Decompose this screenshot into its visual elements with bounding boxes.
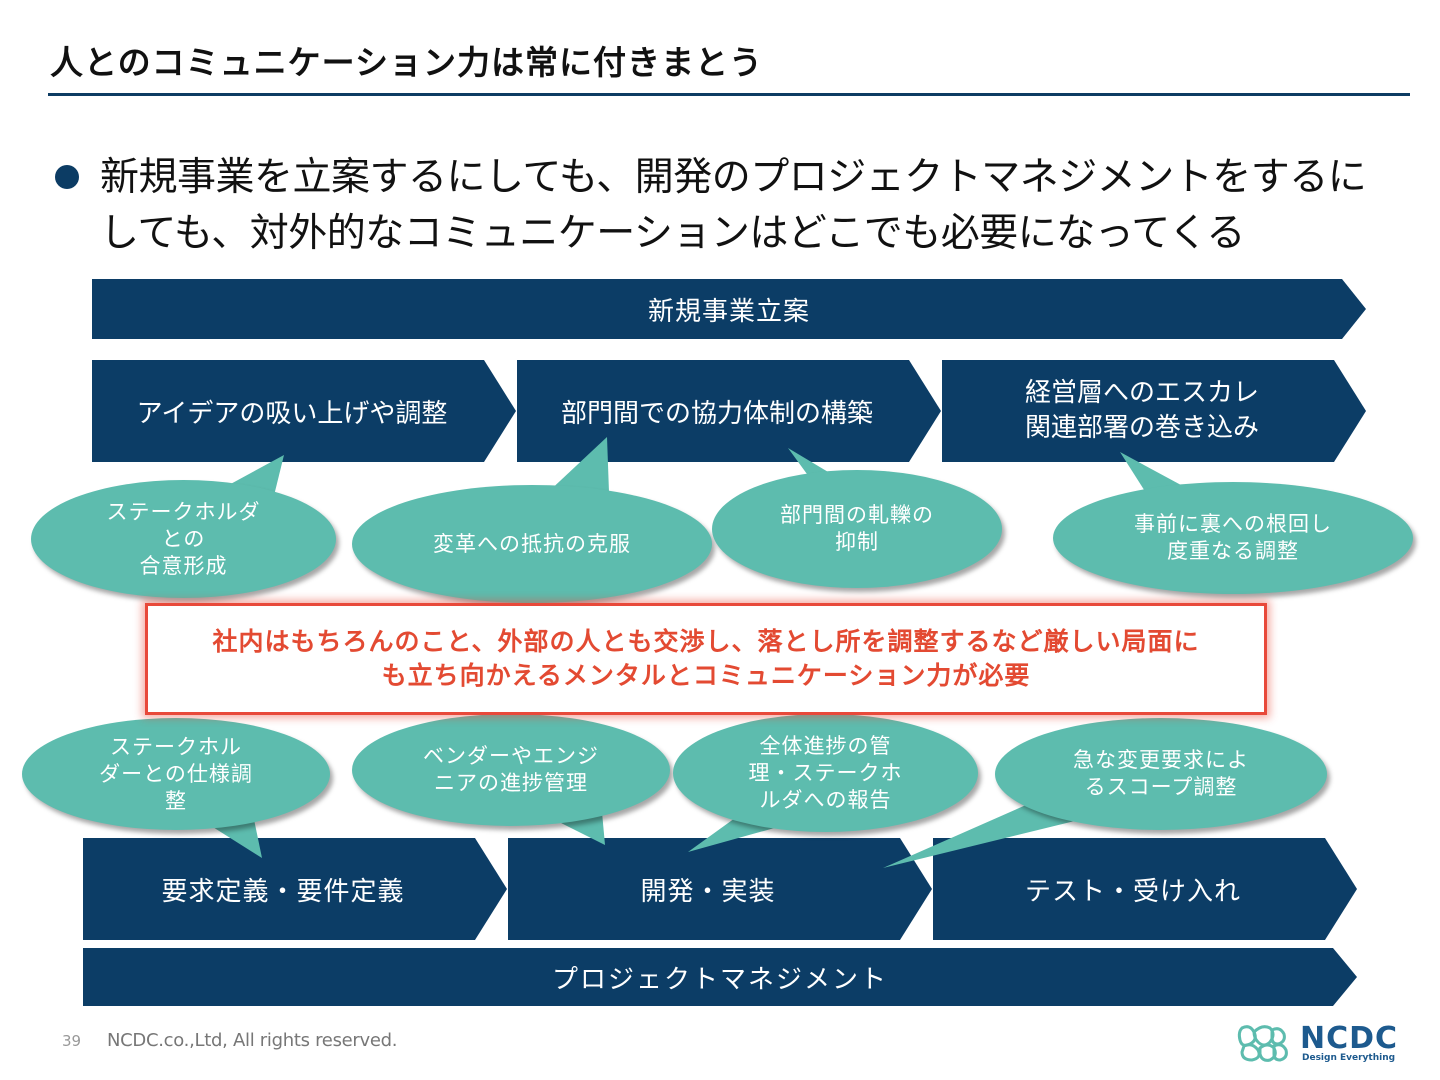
bubble-line: るスコープ調整 (1084, 775, 1238, 799)
step-requirements: 要求定義・要件定義 (83, 838, 507, 940)
bubble-line: 全体進捗の管 (759, 733, 892, 758)
bubble-stakeholder-consensus: ステークホルダ との 合意形成 (31, 480, 336, 598)
bubble-line: 度重なる調整 (1167, 539, 1299, 563)
callout-line-1: 社内はもちろんのこと、外部の人とも交渉し、落とし所を調整するなど厳しい局面に (212, 627, 1200, 656)
step-idea-gathering-label: アイデアの吸い上げや調整 (136, 398, 448, 429)
bubble-line: ベンダーやエンジ (423, 744, 599, 768)
page-number: 39 (62, 1032, 82, 1050)
bubble-vendor-progress: ベンダーやエンジ ニアの進捗管理 (352, 714, 670, 826)
bubble-line: ステークホルダ (106, 499, 261, 524)
banner-new-business-label: 新規事業立案 (647, 296, 810, 327)
bubble-line: 抑制 (835, 530, 879, 554)
copyright-text: NCDC.co.,Ltd, All rights reserved. (107, 1030, 398, 1051)
bubble-line: との (161, 526, 206, 551)
step-idea-gathering: アイデアの吸い上げや調整 (92, 360, 516, 462)
bubble-line: ルダへの報告 (759, 787, 892, 812)
bubble-progress-reporting: 全体進捗の管 理・ステークホ ルダへの報告 (673, 714, 978, 832)
banner-project-management: プロジェクトマネジメント (83, 948, 1357, 1006)
bubble-change-resistance: 変革への抵抗の克服 (352, 485, 712, 603)
logo-wordmark: NCDC (1300, 1021, 1398, 1056)
banner-project-management-label: プロジェクトマネジメント (551, 964, 888, 995)
step-development: 開発・実装 (508, 838, 932, 940)
bullet-icon (55, 165, 79, 189)
step-testing-label: テスト・受け入れ (1024, 876, 1241, 907)
slide-title: 人とのコミュニケーション力は常に付きまとう (50, 43, 764, 82)
bubble-scope-adjustment: 急な変更要求によ るスコープ調整 (995, 718, 1327, 830)
bubble-line: 整 (165, 788, 187, 813)
lead-line-1: 新規事業を立案するにしても、開発のプロジェクトマネジメントをするに (100, 155, 1367, 200)
bubble-line: 部門間の軋轢の (780, 503, 934, 527)
step-testing: テスト・受け入れ (933, 838, 1357, 940)
step-requirements-label: 要求定義・要件定義 (161, 876, 405, 907)
bubble-line: ダーとの仕様調 (99, 761, 253, 786)
bubble-line: 急な変更要求によ (1073, 748, 1249, 772)
banner-new-business: 新規事業立案 (92, 279, 1366, 339)
ncdc-logo: NCDC Design Everything (1237, 1021, 1398, 1063)
key-message-callout: 社内はもちろんのこと、外部の人とも交渉し、落とし所を調整するなど厳しい局面に も… (145, 603, 1267, 715)
bubble-spec-coordination: ステークホル ダーとの仕様調 整 (22, 718, 330, 830)
step-cross-dept: 部門間での協力体制の構築 (517, 360, 941, 462)
lead-text: 新規事業を立案するにしても、開発のプロジェクトマネジメントをするに しても、対外… (100, 150, 1400, 262)
step-cross-dept-label: 部門間での協力体制の構築 (560, 398, 873, 429)
step-escalation-line-2: 関連部署の巻き込み (1024, 413, 1259, 443)
bubble-line: 合意形成 (139, 553, 228, 578)
bubble-line: 変革への抵抗の克服 (433, 531, 631, 556)
step-development-label: 開発・実装 (640, 876, 776, 907)
bubble-line: ステークホル (110, 734, 242, 759)
bubble-line: 理・ステークホ (748, 760, 903, 785)
bubble-line: ニアの進捗管理 (434, 771, 588, 795)
title-divider (48, 93, 1410, 96)
step-escalation: 経営層へのエスカレ 関連部署の巻き込み (942, 360, 1366, 462)
bubble-line: 事前に裏への根回し (1134, 512, 1332, 536)
callout-line-2: も立ち向かえるメンタルとコミュニケーション力が必要 (381, 661, 1031, 690)
step-escalation-line-1: 経営層へのエスカレ (1024, 378, 1259, 408)
lead-line-2: しても、対外的なコミュニケーションはどこでも必要になってくる (100, 211, 1245, 256)
bubble-dept-friction: 部門間の軋轢の 抑制 (712, 470, 1002, 588)
bubble-groundwork: 事前に裏への根回し 度重なる調整 (1053, 482, 1413, 594)
logo-tagline: Design Everything (1302, 1053, 1395, 1063)
